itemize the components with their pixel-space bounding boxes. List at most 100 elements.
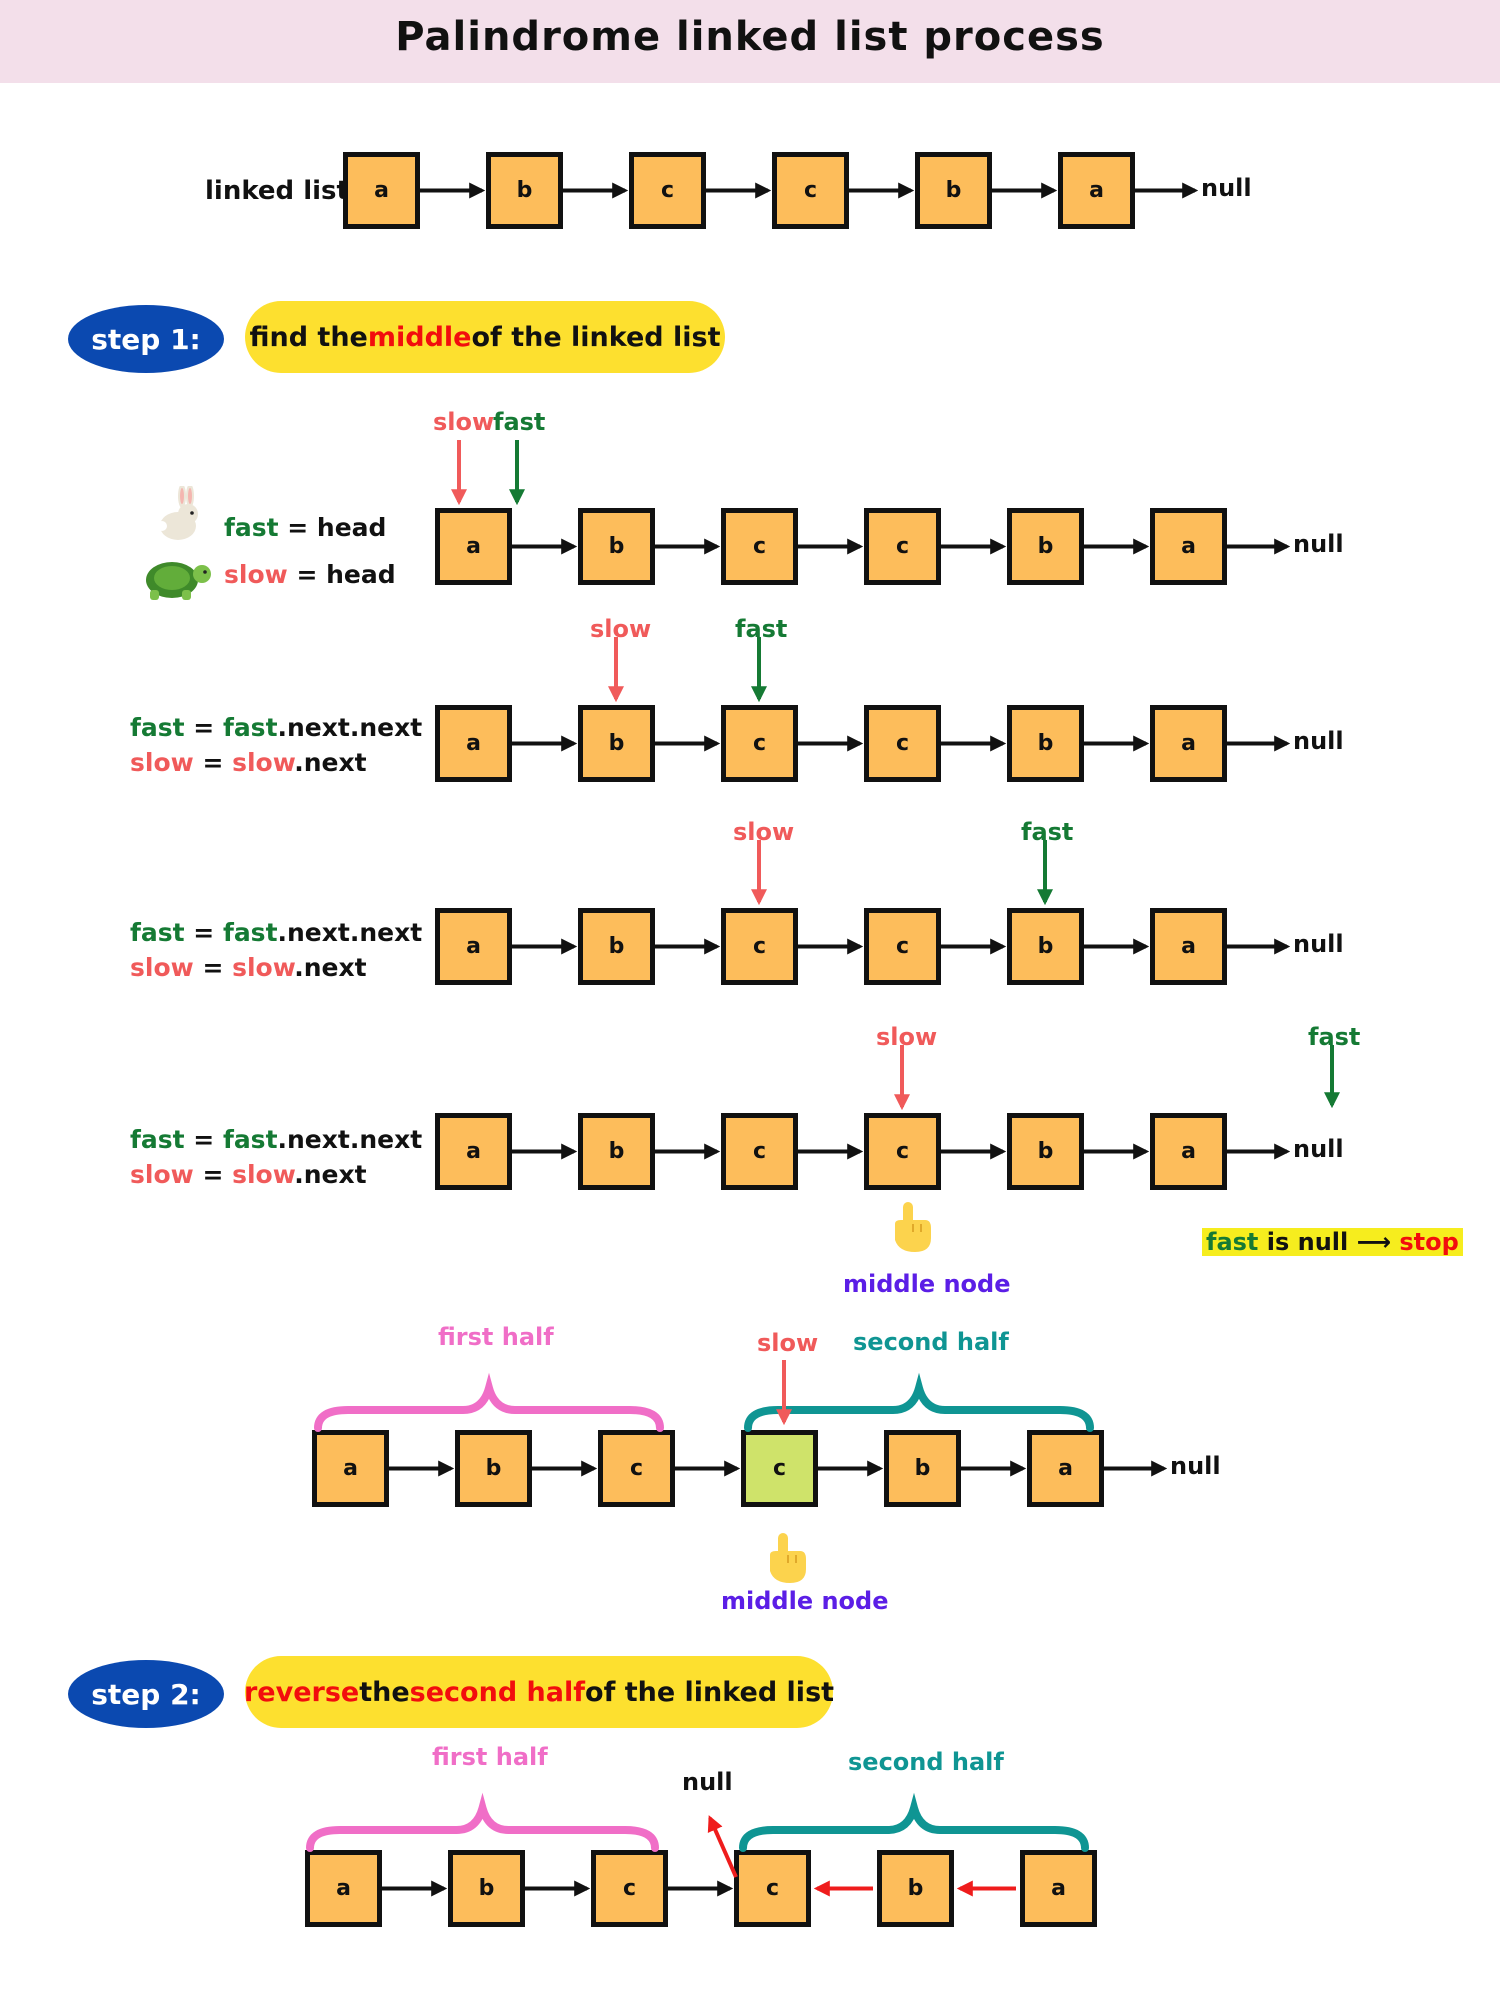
row4-node-5: a (1150, 1113, 1227, 1190)
step1-text-after: of the linked list (471, 321, 721, 353)
initial-node-3: c (772, 152, 849, 229)
row1-node-0: a (435, 508, 512, 585)
halves-first-half-label: first half (438, 1323, 554, 1351)
step1-description: find the middle of the linked list (245, 301, 725, 373)
row3-node-0: a (435, 908, 512, 985)
row4-node-1: b (578, 1113, 655, 1190)
halves-second-half-label: second half (853, 1328, 1009, 1356)
row1-node-2: c (721, 508, 798, 585)
step2-word-rest: of the linked list (585, 1676, 835, 1708)
row2-node-5: a (1150, 705, 1227, 782)
step2-word-reverse: reverse (243, 1676, 360, 1708)
stop-fast-word: fast (1206, 1228, 1259, 1256)
row1-node-3: c (864, 508, 941, 585)
stop-arrow-glyph: ⟶ (1356, 1228, 1392, 1256)
halves-middle-node-label: middle node (721, 1587, 889, 1615)
row4-node-3: c (864, 1113, 941, 1190)
reversed-node-5: a (1020, 1850, 1097, 1927)
row2-fast-label: fast (735, 615, 788, 643)
step2-word-second-half: second half (409, 1676, 586, 1708)
halves-node-1: b (455, 1430, 532, 1507)
linked-list-label: linked list (205, 176, 349, 206)
row1-slow-label: slow (433, 408, 495, 436)
row3-node-5: a (1150, 908, 1227, 985)
code-fast-line-3: fast = fast.next.next (130, 918, 423, 947)
code-slow-line-4: slow = slow.next (130, 1160, 367, 1189)
step2-description: reverse the second half of the linked li… (243, 1656, 835, 1728)
reversed-first-half-label: first half (432, 1743, 548, 1771)
initial-node-0: a (343, 152, 420, 229)
row3-node-3: c (864, 908, 941, 985)
row4-node-4: b (1007, 1113, 1084, 1190)
row4-null-label: null (1293, 1135, 1344, 1163)
step1-text-before: find the (249, 321, 368, 353)
row4-fast-label: fast (1308, 1023, 1361, 1051)
row2-node-2: c (721, 705, 798, 782)
halves-node-2: c (598, 1430, 675, 1507)
row1-node-4: b (1007, 508, 1084, 585)
step1-text-highlight: middle (367, 321, 472, 353)
row1-node-5: a (1150, 508, 1227, 585)
turtle-icon (136, 552, 216, 602)
code-fast-line-2: fast = fast.next.next (130, 713, 423, 742)
reversed-second-half-label: second half (848, 1748, 1004, 1776)
row3-node-4: b (1007, 908, 1084, 985)
initial-node-4: b (915, 152, 992, 229)
step1-badge: step 1: (68, 305, 224, 373)
reversed-node-4: b (877, 1850, 954, 1927)
row2-node-4: b (1007, 705, 1084, 782)
row3-slow-label: slow (733, 818, 795, 846)
reversed-node-2: c (591, 1850, 668, 1927)
row3-fast-label: fast (1021, 818, 1074, 846)
fast-null-stop-note: fast is null ⟶ stop (1202, 1228, 1463, 1256)
second-half-brace (744, 1372, 1094, 1432)
row1-node-1: b (578, 508, 655, 585)
initial-node-1: b (486, 152, 563, 229)
row1-fast-label: fast (493, 408, 546, 436)
slow-word: slow (224, 560, 288, 589)
first-half-brace (314, 1372, 664, 1432)
halves-null-label: null (1170, 1452, 1221, 1480)
pointing-hand-icon (885, 1202, 935, 1254)
reversed-node-3: c (734, 1850, 811, 1927)
reversed-null-label: null (682, 1768, 733, 1796)
fast-rest: = head (278, 513, 387, 542)
stop-middle-text: is null (1258, 1228, 1357, 1256)
row1-null-label: null (1293, 530, 1344, 558)
slow-equals-head: slow = head (224, 560, 396, 589)
reversed-first-half-brace (306, 1792, 659, 1852)
row2-null-label: null (1293, 727, 1344, 755)
fast-word: fast (224, 513, 279, 542)
reversed-c-to-null-arrow (707, 1815, 738, 1878)
row4-middle-node-label: middle node (843, 1270, 1011, 1298)
reversed-second-half-brace (739, 1792, 1089, 1852)
halves-slow-label: slow (757, 1329, 819, 1357)
row2-slow-label: slow (590, 615, 652, 643)
row2-node-3: c (864, 705, 941, 782)
initial-node-2: c (629, 152, 706, 229)
stop-word: stop (1391, 1228, 1459, 1256)
initial-null-label: null (1201, 174, 1252, 202)
code-slow-line-2: slow = slow.next (130, 748, 367, 777)
slow-rest: = head (287, 560, 396, 589)
halves-node-3: c (741, 1430, 818, 1507)
fast-equals-head: fast = head (224, 513, 386, 542)
reversed-node-0: a (305, 1850, 382, 1927)
step2-badge: step 2: (68, 1660, 224, 1728)
code-slow-line-3: slow = slow.next (130, 953, 367, 982)
page-title: Palindrome linked list process (395, 14, 1105, 60)
row3-node-1: b (578, 908, 655, 985)
row3-node-2: c (721, 908, 798, 985)
halves-node-4: b (884, 1430, 961, 1507)
row4-slow-label: slow (876, 1023, 938, 1051)
header-bar: Palindrome linked list process (0, 0, 1500, 83)
rabbit-icon (148, 484, 208, 546)
step2-word-the: the (359, 1676, 410, 1708)
row2-node-1: b (578, 705, 655, 782)
halves-node-0: a (312, 1430, 389, 1507)
initial-node-5: a (1058, 152, 1135, 229)
row4-node-0: a (435, 1113, 512, 1190)
reversed-node-1: b (448, 1850, 525, 1927)
code-fast-line-4: fast = fast.next.next (130, 1125, 423, 1154)
